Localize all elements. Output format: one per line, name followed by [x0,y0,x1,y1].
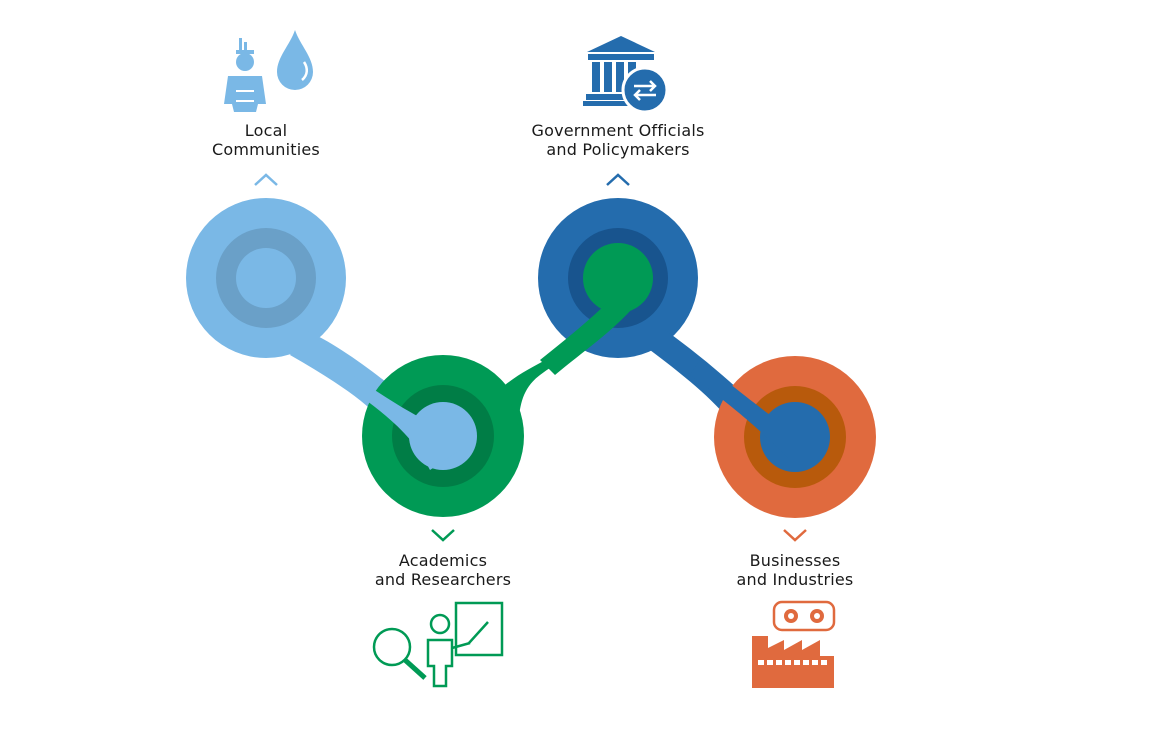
label-line: Businesses [749,551,841,570]
label-line: and Researchers [374,570,512,589]
chevron-up-icon [254,173,278,186]
teacher-magnifier-icon [372,601,504,688]
label-line: Government Officials [531,121,705,140]
label-line: Communities [212,140,320,159]
label-businesses: Businesses and Industries [710,551,880,589]
chevron-up-icon [606,173,630,186]
factory-gears-icon [752,600,836,688]
label-line: and Industries [736,570,854,589]
node-businesses [690,356,876,518]
label-line: Academics [398,551,488,570]
person-water-drop-icon [224,30,313,112]
government-building-exchange-icon [583,36,669,114]
label-line: Local [244,121,288,140]
chevron-down-icon [783,529,807,542]
chevron-down-icon [431,529,455,542]
label-academics: Academics and Researchers [353,551,533,589]
label-local-communities: Local Communities [186,121,346,159]
label-line: and Policymakers [546,140,690,159]
label-government: Government Officials and Policymakers [508,121,728,159]
